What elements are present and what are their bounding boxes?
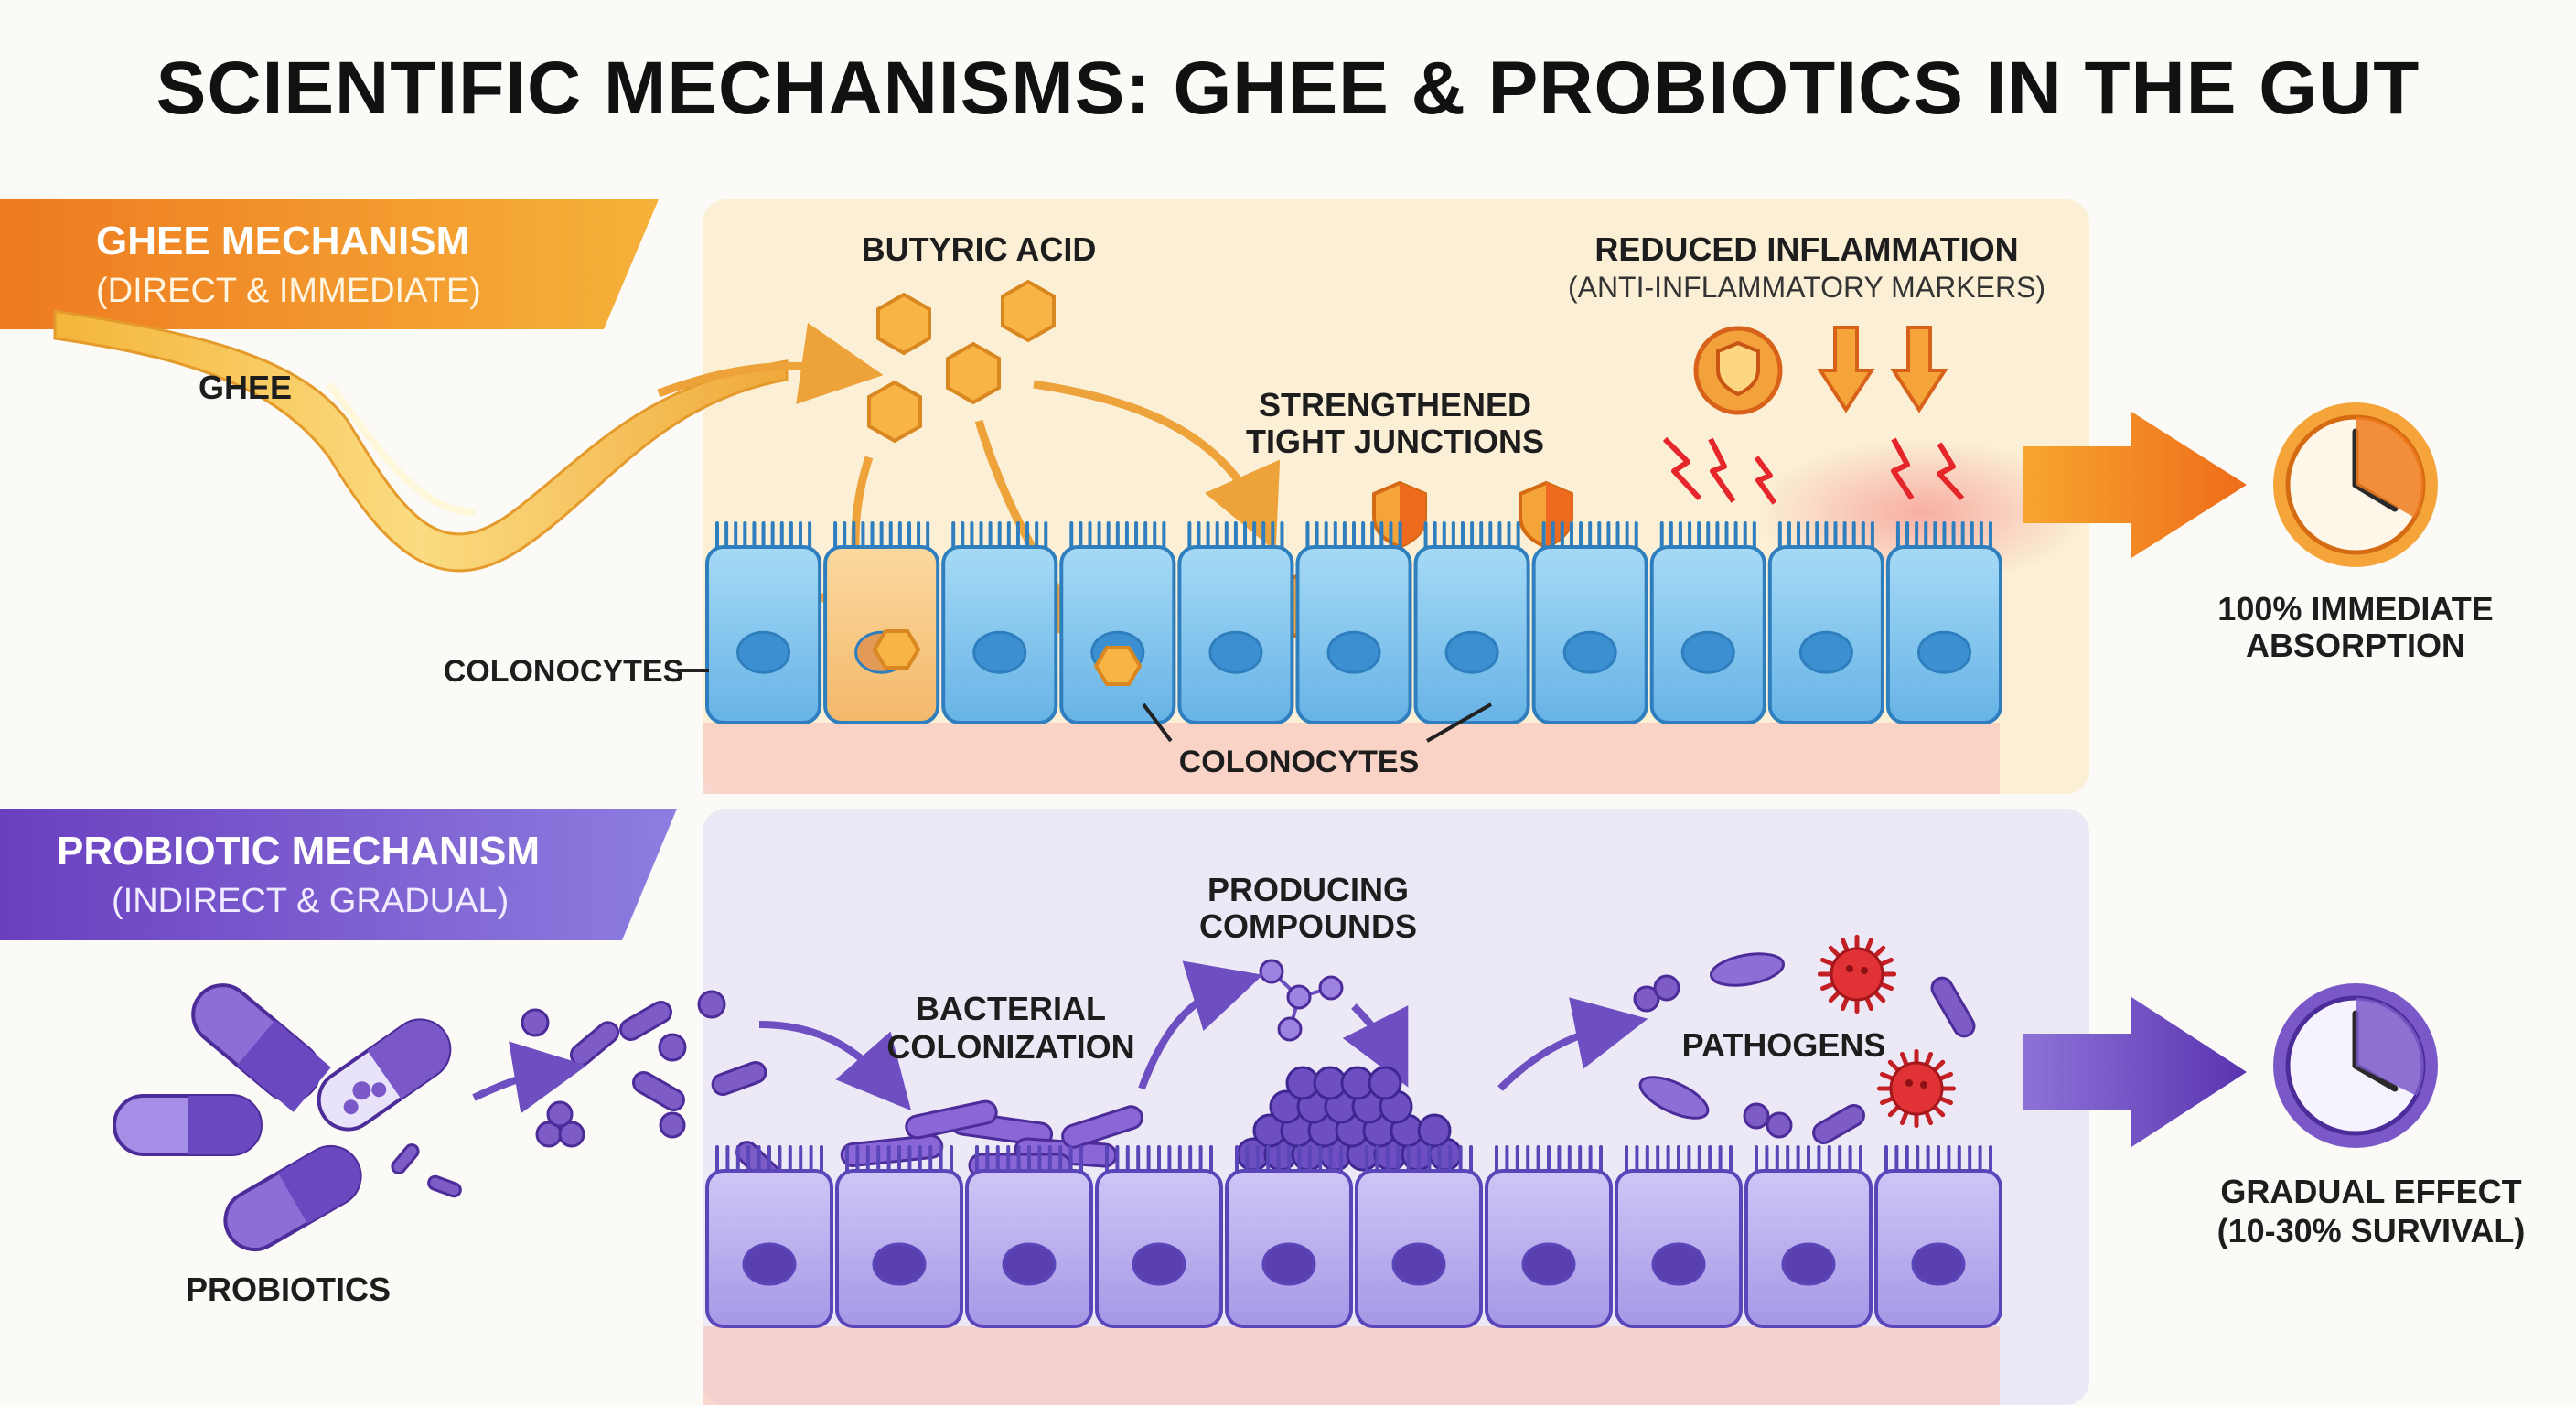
flow-arrow xyxy=(1138,960,1263,1090)
bacteria-icon xyxy=(1633,974,1976,1144)
ghee-banner-title: GHEE MECHANISM xyxy=(96,219,469,263)
flow-arrow xyxy=(758,1021,912,1111)
ghee-stream-icon xyxy=(53,309,789,573)
hexagon-molecule-icon xyxy=(1093,646,1143,686)
colonocyte-cell xyxy=(1649,521,1766,724)
capsule-icon xyxy=(317,1018,452,1132)
colonocyte-cell xyxy=(1885,521,2003,724)
colonocyte-cell xyxy=(705,521,822,724)
probiotic-banner: PROBIOTIC MECHANISM (INDIRECT & GRADUAL) xyxy=(0,809,677,940)
colonocyte-cell xyxy=(1744,1145,1873,1328)
colonocyte-cell xyxy=(1615,1145,1743,1328)
capsule-icon xyxy=(191,983,331,1112)
colonocyte-cell xyxy=(705,1145,833,1328)
colonocyte-cell xyxy=(1295,521,1412,724)
shield-icon xyxy=(1693,326,1783,415)
page-title: SCIENTIFIC MECHANISMS: GHEE & PROBIOTICS… xyxy=(156,47,2420,130)
capsule-icon xyxy=(223,1145,362,1251)
colonocytes-left-label: COLONOCYTES xyxy=(444,654,684,689)
colonization-label-1: BACTERIAL xyxy=(916,990,1106,1027)
probiotic-banner-title: PROBIOTIC MECHANISM xyxy=(57,829,540,874)
down-arrow-icon xyxy=(1817,326,1948,413)
capsule-icon xyxy=(113,1094,263,1156)
clock-icon xyxy=(2273,983,2438,1148)
colonocyte-cell xyxy=(835,1145,963,1328)
probiotics-label: PROBIOTICS xyxy=(186,1271,391,1308)
pathogen-icon xyxy=(1817,934,1897,1014)
bacteria-icon xyxy=(1417,1113,1452,1148)
molecule-icon xyxy=(1259,959,1344,1042)
colonocyte-cell xyxy=(1531,521,1648,724)
colonocyte-cell xyxy=(1874,1145,2002,1328)
probiotic-colonocyte-row xyxy=(705,1145,2002,1328)
result-arrow xyxy=(2023,412,2247,558)
flow-arrow xyxy=(657,322,884,404)
pathogen-icon xyxy=(1876,1048,1957,1129)
flow-arrow xyxy=(1342,1003,1409,1088)
hexagon-molecule-icon xyxy=(867,279,1056,444)
bacteria-icon xyxy=(391,990,783,1198)
pathogens-label: PATHOGENS xyxy=(1682,1026,1886,1064)
colonocyte-cell xyxy=(1095,1145,1223,1328)
colonocyte-cell xyxy=(1225,1145,1353,1328)
ghee-result-line2: ABSORPTION xyxy=(2246,627,2465,664)
colonocyte-cell xyxy=(823,521,940,724)
tight-junctions-label-1: STRENGTHENED xyxy=(1259,386,1531,424)
probiotic-banner-subtitle: (INDIRECT & GRADUAL) xyxy=(112,882,509,920)
ghee-label: GHEE xyxy=(199,369,292,406)
ghee-banner: GHEE MECHANISM (DIRECT & IMMEDIATE) xyxy=(0,199,659,329)
colonocyte-cell xyxy=(965,1145,1093,1328)
inflammation-sublabel: (ANTI-INFLAMMATORY MARKERS) xyxy=(1568,271,2045,304)
ghee-result-line1: 100% IMMEDIATE xyxy=(2217,590,2493,627)
lightning-bolt-icon xyxy=(1662,436,1965,505)
colonocyte-cell xyxy=(1413,521,1530,724)
inflammation-label: REDUCED INFLAMMATION xyxy=(1594,231,2018,268)
compounds-label-1: PRODUCING xyxy=(1208,871,1409,908)
leader-line xyxy=(1142,702,1173,743)
compounds-label-2: COMPOUNDS xyxy=(1199,907,1417,945)
probiotic-result-line1: GRADUAL EFFECT xyxy=(2220,1173,2521,1210)
clock-icon xyxy=(2273,402,2438,567)
colonocyte-cell xyxy=(1767,521,1884,724)
colonocyte-cell xyxy=(1485,1145,1613,1328)
colonocyte-cell xyxy=(1059,521,1176,724)
bacteria-icon xyxy=(1368,1066,1402,1100)
pathogen-icon xyxy=(1638,952,1785,1120)
leader-line xyxy=(1426,702,1492,743)
result-arrow xyxy=(2023,997,2247,1147)
colonocyte-cell xyxy=(941,521,1058,724)
colonocytes-bottom-label: COLONOCYTES xyxy=(1179,745,1420,779)
flow-arrow xyxy=(1497,997,1648,1091)
probiotic-result-line2: (10-30% SURVIVAL) xyxy=(2217,1212,2526,1249)
butyric-acid-label: BUTYRIC ACID xyxy=(862,231,1097,268)
flow-arrow xyxy=(1033,380,1281,552)
colonization-label-2: COLONIZATION xyxy=(886,1028,1134,1066)
ghee-banner-subtitle: (DIRECT & IMMEDIATE) xyxy=(96,272,481,310)
colonocyte-cell xyxy=(1355,1145,1483,1328)
hexagon-molecule-icon xyxy=(872,629,921,670)
tight-junctions-label-2: TIGHT JUNCTIONS xyxy=(1246,423,1544,460)
ghee-colonocyte-row xyxy=(705,521,2003,724)
flow-arrow xyxy=(472,1041,587,1114)
colonocyte-cell xyxy=(1177,521,1294,724)
pathogen-group xyxy=(1817,934,1957,1129)
